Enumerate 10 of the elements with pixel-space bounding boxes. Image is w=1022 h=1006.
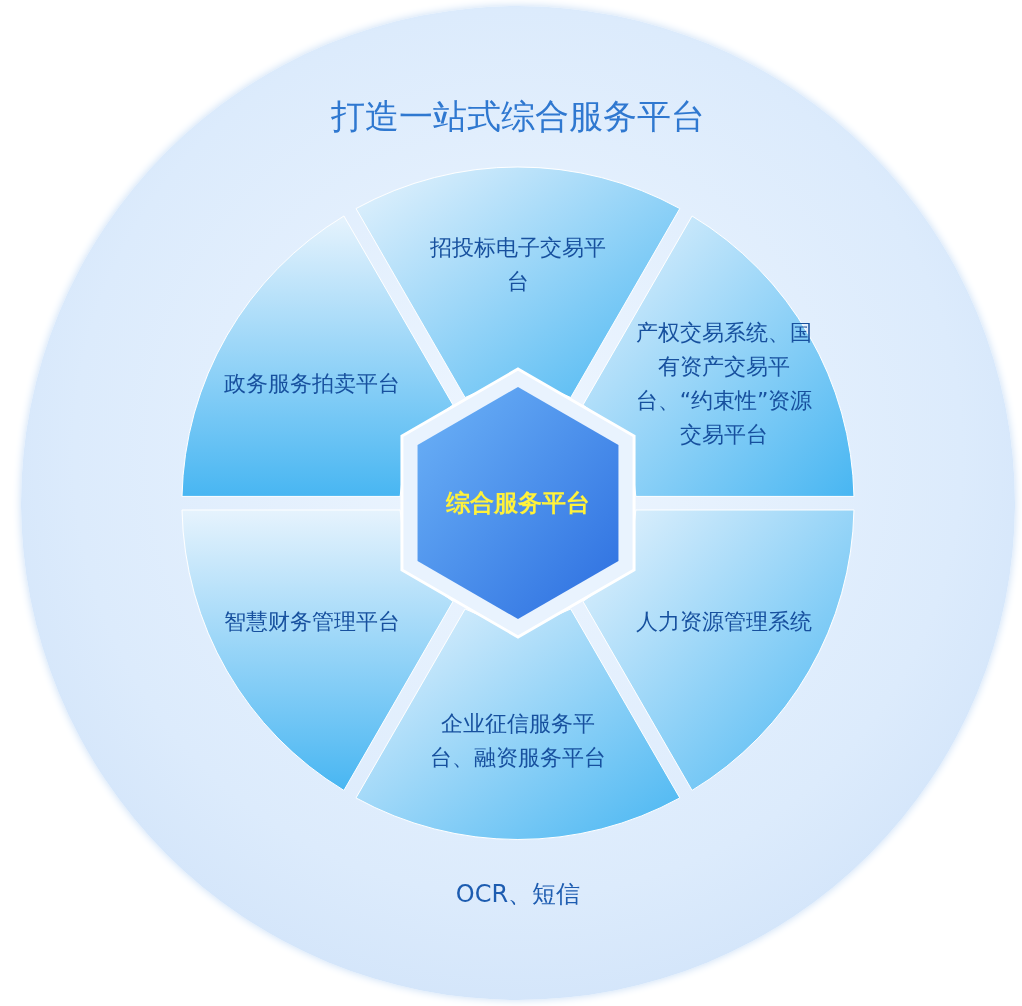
title-text: 打造一站式综合服务平台 [331,95,705,138]
segment-label: 招投标电子交易平台 [429,234,607,296]
segment-label: 人力资源管理系统 [635,608,814,636]
sector-segment [356,608,680,839]
segment-label: 智慧财务管理平台 [222,608,401,636]
feature-text: OCR、短信 [455,879,581,910]
segment-label: 产权交易系统、国有资产交易平台、“约束性”资源交易平台 [634,319,814,449]
segment-label: 政务服务拍卖平台 [222,370,401,398]
center-label: 综合服务平台 [446,488,590,519]
segment-label: 企业征信服务平台、融资服务平台 [429,710,607,772]
